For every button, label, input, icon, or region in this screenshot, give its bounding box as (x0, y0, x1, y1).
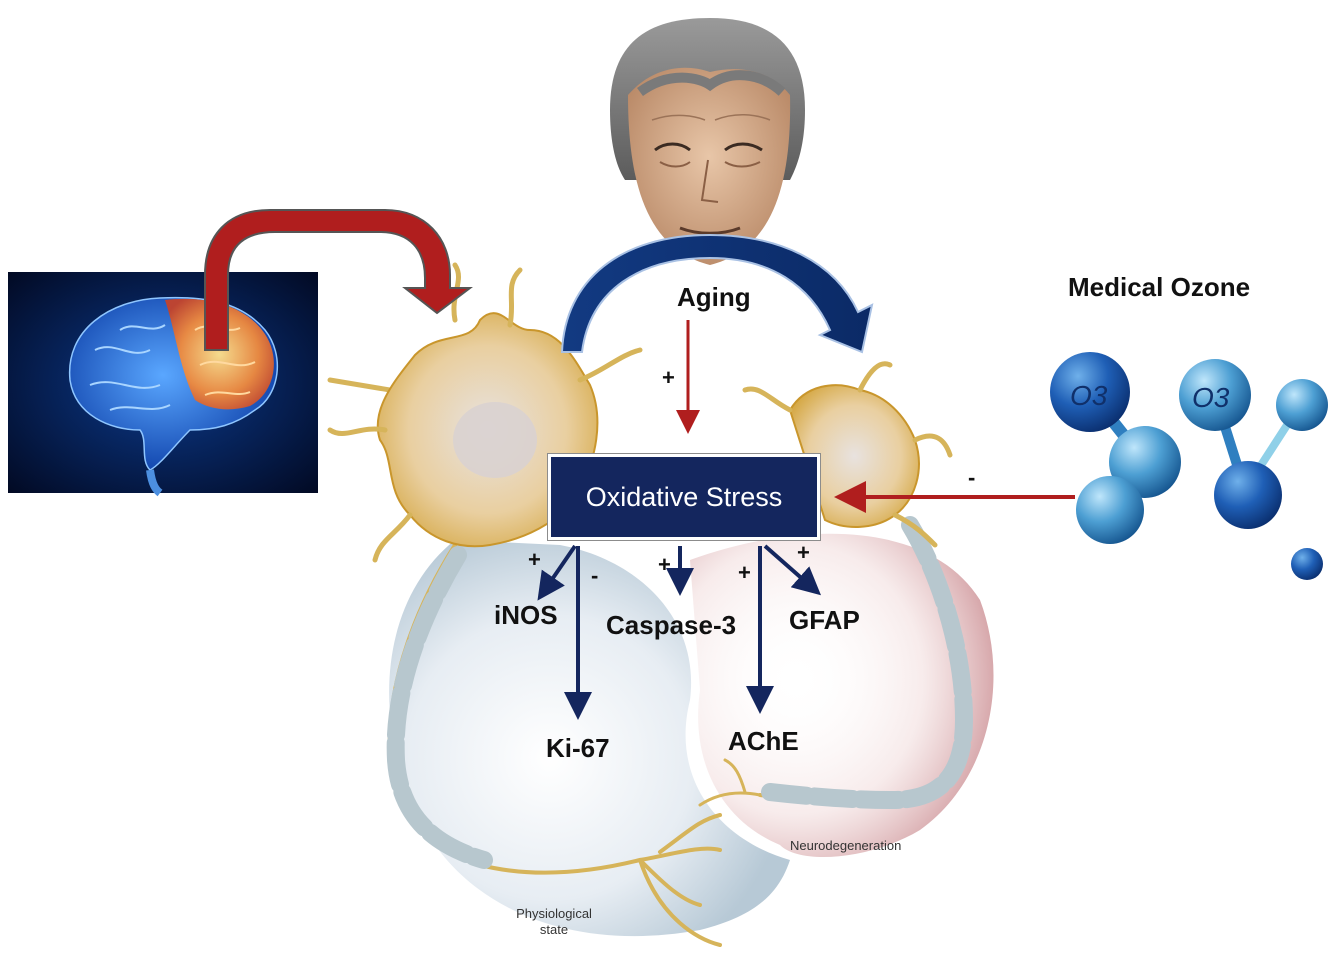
ozone-atom (1109, 426, 1181, 498)
left-axon (327, 377, 722, 947)
ache-sign: + (738, 560, 751, 585)
brain-image (8, 272, 318, 497)
physiological-state-label: Physiological state (498, 906, 610, 938)
ozone-sign: - (968, 465, 976, 490)
inos-label: iNOS (494, 600, 558, 630)
gfap-label: GFAP (789, 605, 860, 635)
ozone-atom (1214, 461, 1282, 529)
ozone-atom (1291, 548, 1323, 580)
ki67-label: Ki-67 (546, 733, 610, 763)
aging-face-image (610, 18, 805, 265)
ozone-atom (1179, 359, 1251, 431)
ozone-molecules-image (1050, 352, 1328, 580)
ki67-sign: - (591, 563, 599, 588)
brain-to-cell-arrow (204, 209, 473, 351)
aging-label: Aging (677, 282, 751, 312)
caspase3-sign: + (658, 552, 671, 577)
gfap-sign: + (797, 540, 810, 565)
physiological-line-1: Physiological (516, 906, 592, 921)
right-axon (698, 516, 974, 810)
medical-ozone-label: Medical Ozone (1068, 272, 1251, 302)
neurodegeneration-label: Neurodegeneration (790, 838, 902, 853)
aging-arc-arrow (560, 233, 874, 354)
caspase3-label: Caspase-3 (606, 610, 737, 640)
ozone-molecule-label: O3 (1192, 382, 1230, 413)
output-arrows (537, 544, 822, 720)
aging-sign: + (662, 365, 675, 390)
inos-sign: + (528, 547, 541, 572)
arrow-gfap (763, 544, 822, 596)
ozone-atom (1050, 352, 1130, 432)
background-regions (389, 533, 994, 937)
physiological-line-2: state (539, 922, 569, 937)
ache-label: AChE (728, 726, 799, 756)
right-cell-body (742, 361, 953, 548)
oxidative-stress-label: Oxidative Stress (585, 481, 783, 512)
ozone-atom (1076, 476, 1144, 544)
arrow-inos (537, 544, 577, 601)
ozone-atom (1276, 379, 1328, 431)
oxidative-stress-box: Oxidative Stress (548, 454, 820, 540)
ozone-molecule-label: O3 (1070, 380, 1108, 411)
